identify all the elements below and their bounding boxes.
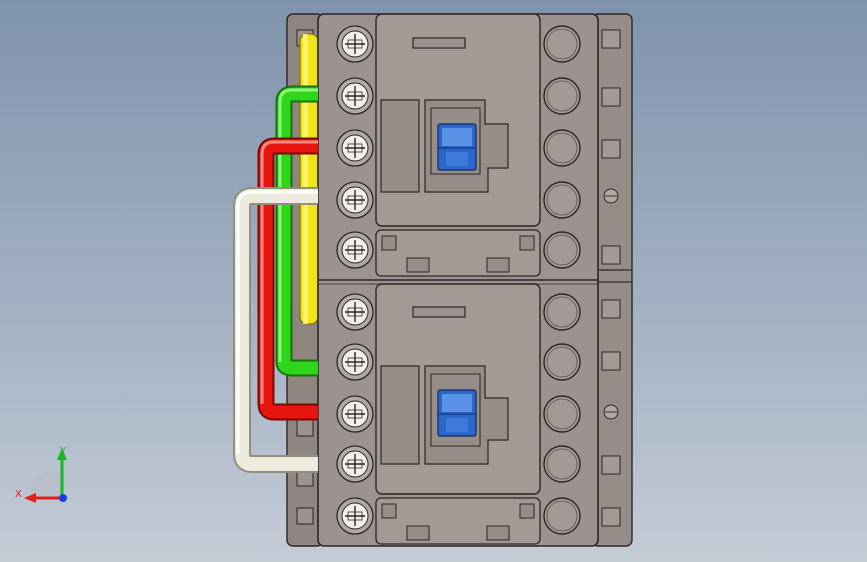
right-tab [601,245,621,265]
terminal-hole-right [543,497,581,535]
screw-terminal-left [336,445,374,483]
actuator-lower [437,389,477,437]
aux-panel-lower [375,497,541,545]
terminal-hole-right [543,25,581,63]
screw-terminal-left [336,25,374,63]
wire-green [275,85,318,377]
left-tab [296,419,314,437]
right-tab [601,87,621,107]
wire-red [257,137,318,421]
terminal-column-right [543,25,581,535]
screw-terminal-left [336,181,374,219]
cover-panel-upper [375,13,541,227]
terminal-hole-right [543,395,581,433]
right-tab [601,351,621,371]
wire-yellow [299,33,319,325]
terminal-hole-right [543,181,581,219]
terminal-hole-right [543,129,581,167]
screw-terminal-left [336,395,374,433]
screw-terminal-left [336,343,374,381]
terminal-hole-right [543,231,581,269]
aux-panel-upper [375,229,541,277]
right-tab [601,507,621,527]
terminal-hole-right [543,293,581,331]
right-tab [601,29,621,49]
right-tab [603,188,619,204]
screw-terminal-left [336,129,374,167]
screw-terminal-left [336,77,374,115]
y-axis-label: Y [59,446,67,457]
left-tab [296,507,314,525]
right-tab [601,139,621,159]
coordinate-triad: Y X [15,446,67,503]
screw-terminal-left [336,497,374,535]
terminal-column-left [336,25,374,535]
x-axis-label: X [15,489,22,500]
screw-terminal-left [336,293,374,331]
actuator-upper [437,123,477,171]
cover-panel-lower [375,283,541,495]
right-auxiliary-block [591,13,633,547]
terminal-hole-right [543,343,581,381]
right-tab [603,404,619,420]
terminal-hole-right [543,445,581,483]
terminal-hole-right [543,77,581,115]
screw-terminal-left [336,231,374,269]
wire-white [233,187,318,473]
right-tab [601,299,621,319]
right-tab [601,455,621,475]
